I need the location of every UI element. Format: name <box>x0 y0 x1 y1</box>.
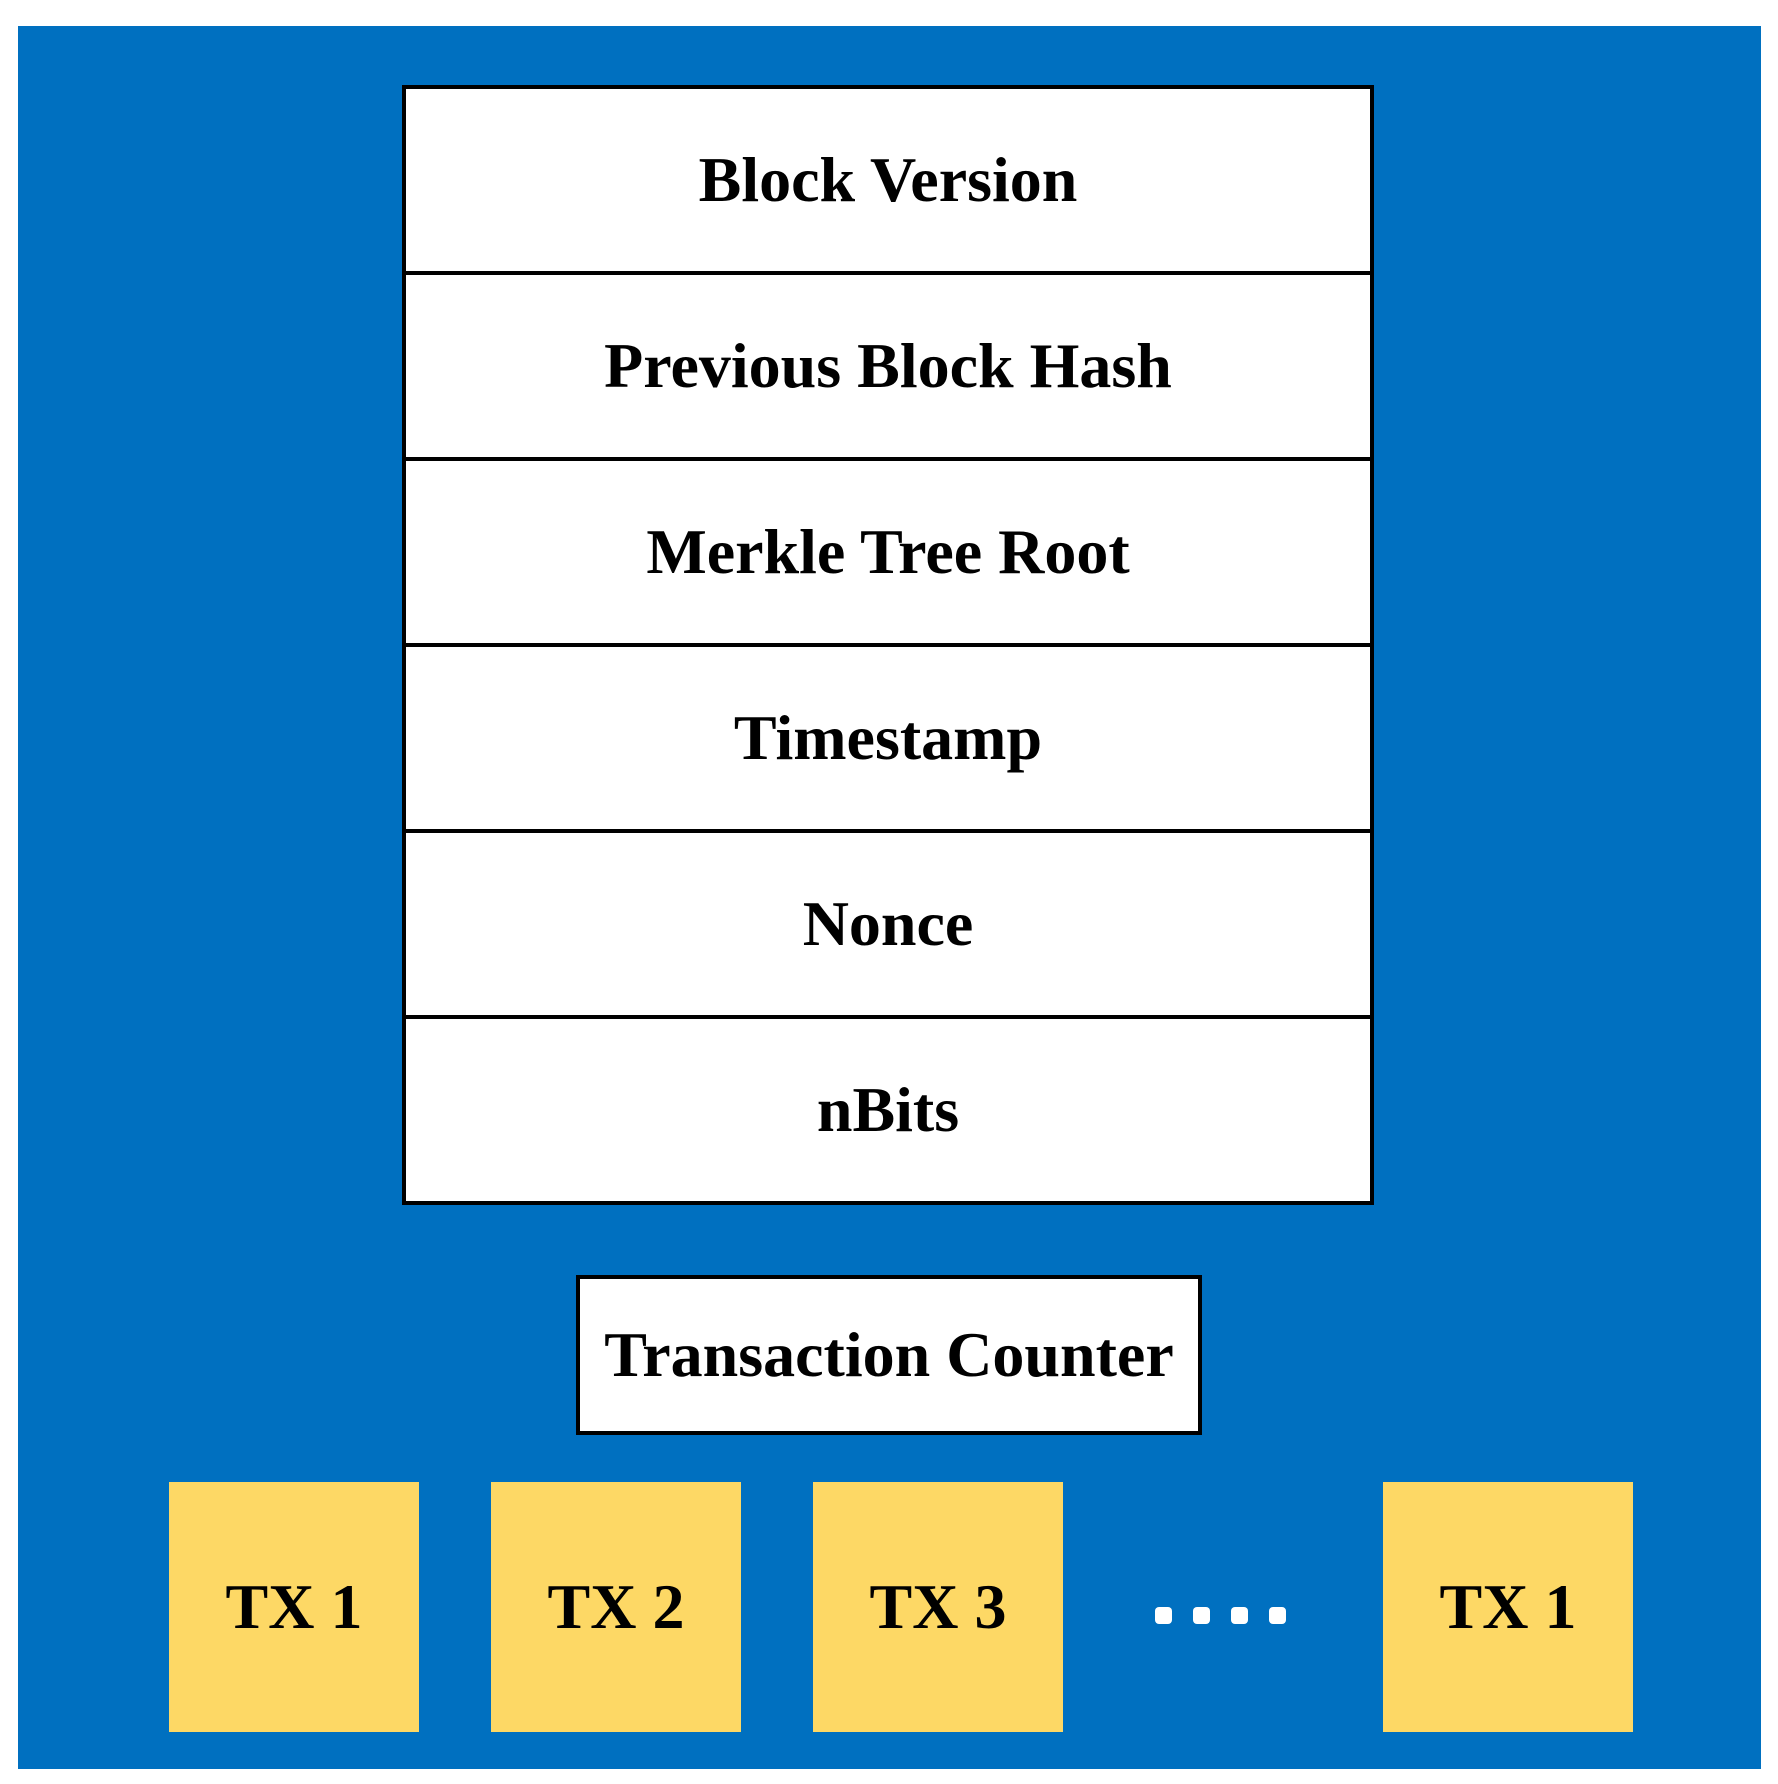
ellipsis-dot <box>1155 1607 1172 1624</box>
ellipsis-dot <box>1269 1607 1286 1624</box>
transaction-box-3: TX 3 <box>813 1482 1063 1732</box>
transaction-box-last: TX 1 <box>1383 1482 1633 1732</box>
nbits-field: nBits <box>816 1074 960 1145</box>
merkle-tree-root-field: Merkle Tree Root <box>406 461 1370 647</box>
transaction-counter: Transaction Counter <box>576 1275 1202 1435</box>
timestamp-field: Timestamp <box>406 647 1370 833</box>
transaction-box-1: TX 1 <box>169 1482 419 1732</box>
ellipsis-dot <box>1231 1607 1248 1624</box>
ellipsis-dots-icon <box>1155 1607 1295 1631</box>
block-version-field: Block Version <box>406 89 1370 275</box>
ellipsis-dot <box>1193 1607 1210 1624</box>
previous-block-hash-field: Previous Block Hash <box>406 275 1370 461</box>
nonce-field: Nonce <box>406 833 1370 1019</box>
block-header: Block Version Previous Block Hash Merkle… <box>402 85 1374 1205</box>
transaction-box-2: TX 2 <box>491 1482 741 1732</box>
